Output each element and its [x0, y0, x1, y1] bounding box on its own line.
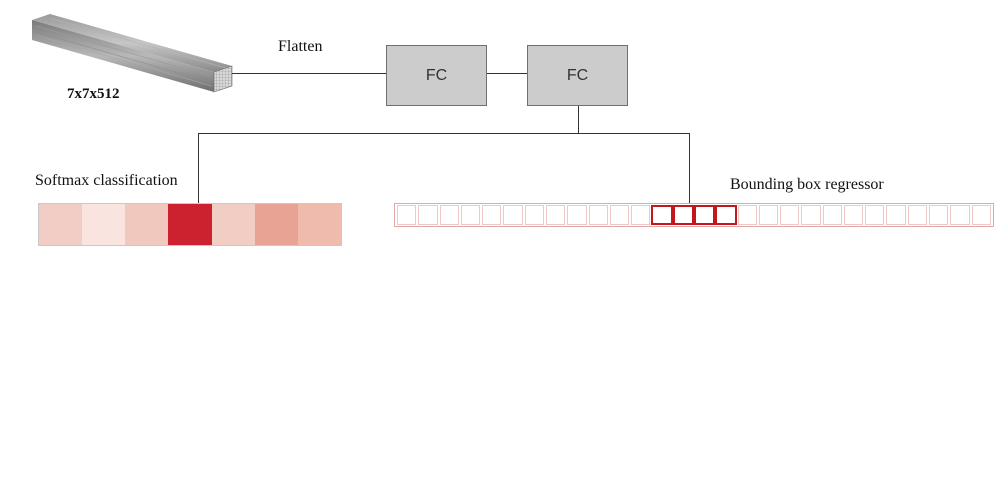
softmax-cell	[254, 204, 298, 245]
regressor-cell	[907, 205, 928, 225]
regressor-output-vector	[394, 203, 994, 227]
regressor-cell	[397, 205, 417, 225]
regressor-cell-highlighted	[672, 205, 694, 225]
regressor-cell	[737, 205, 757, 225]
connector-block-to-fc1	[232, 73, 386, 74]
connector-fc2-down	[578, 106, 579, 133]
fc-layer-2: FC	[527, 45, 628, 106]
feature-map-label: 7x7x512	[67, 86, 120, 102]
softmax-output-vector	[38, 203, 342, 246]
regressor-cell	[418, 205, 438, 225]
regressor-cell	[588, 205, 608, 225]
regressor-cell	[822, 205, 842, 225]
regressor-cell	[567, 205, 587, 225]
softmax-cell	[168, 204, 212, 245]
connector-branch-horizontal	[198, 133, 689, 134]
regressor-cell	[545, 205, 566, 225]
connector-to-softmax	[198, 133, 199, 203]
feature-map-block	[32, 14, 233, 93]
regressor-cell	[780, 205, 800, 225]
softmax-cell	[297, 204, 341, 245]
regressor-cell	[801, 205, 821, 225]
regressor-cell	[503, 205, 523, 225]
regressor-cell	[631, 205, 651, 225]
regressor-cell	[886, 205, 906, 225]
regressor-cell	[460, 205, 481, 225]
regressor-cell	[929, 205, 949, 225]
regressor-cell	[524, 205, 544, 225]
regressor-cell	[482, 205, 502, 225]
regressor-cell	[950, 205, 970, 225]
softmax-cell	[39, 204, 83, 245]
softmax-label: Softmax classification	[35, 172, 178, 189]
regressor-cell	[971, 205, 991, 225]
regressor-cell-highlighted	[715, 205, 737, 225]
regressor-cell	[865, 205, 885, 225]
softmax-cell	[211, 204, 255, 245]
regressor-cell-highlighted	[651, 205, 673, 225]
connector-to-regressor	[689, 133, 690, 203]
softmax-cell	[125, 204, 169, 245]
flatten-label: Flatten	[278, 38, 323, 55]
softmax-cell	[82, 204, 126, 245]
regressor-cell	[758, 205, 779, 225]
connector-fc1-to-fc2	[487, 73, 527, 74]
regressor-cell-highlighted	[693, 205, 716, 225]
regressor-cell	[843, 205, 864, 225]
regressor-label: Bounding box regressor	[730, 176, 884, 193]
regressor-cell	[439, 205, 459, 225]
fc-layer-1: FC	[386, 45, 487, 106]
regressor-cell	[609, 205, 630, 225]
